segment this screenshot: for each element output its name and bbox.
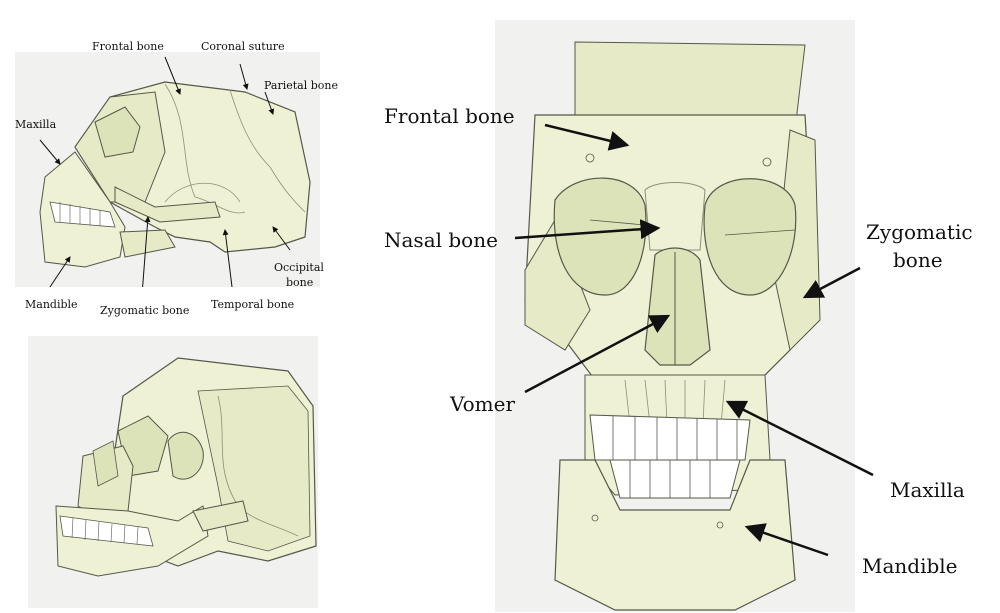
label-side-zygomatic-bone: Zygomatic bone [100, 304, 190, 317]
front-view-skull-illustration [524, 41, 821, 611]
label-side-temporal-bone: Temporal bone [211, 298, 295, 311]
oblique-view-panel [28, 336, 318, 608]
oblique-view-skull-illustration [55, 357, 317, 577]
label-front-zygomatic-bone-1: Zygomatic [866, 220, 973, 244]
label-side-occipital-bone-1: Occipital [274, 261, 324, 274]
label-side-mandible: Mandible [25, 298, 78, 311]
label-front-vomer: Vomer [450, 392, 516, 416]
side-view-skull-illustration [39, 81, 311, 268]
label-front-maxilla: Maxilla [890, 478, 965, 502]
label-front-nasal-bone: Nasal bone [384, 228, 498, 252]
label-front-zygomatic-bone-2: bone [893, 248, 943, 272]
side-view-label-arrows [39, 56, 291, 287]
label-side-parietal-bone: Parietal bone [264, 79, 339, 92]
label-side-maxilla: Maxilla [15, 118, 57, 131]
label-front-mandible: Mandible [862, 554, 958, 578]
label-side-coronal-suture: Coronal suture [201, 40, 285, 53]
label-front-frontal-bone: Frontal bone [384, 104, 515, 128]
front-view-panel [495, 20, 855, 612]
label-side-frontal-bone: Frontal bone [92, 40, 164, 53]
side-view-panel [15, 52, 320, 287]
label-side-occipital-bone-2: bone [286, 276, 314, 289]
